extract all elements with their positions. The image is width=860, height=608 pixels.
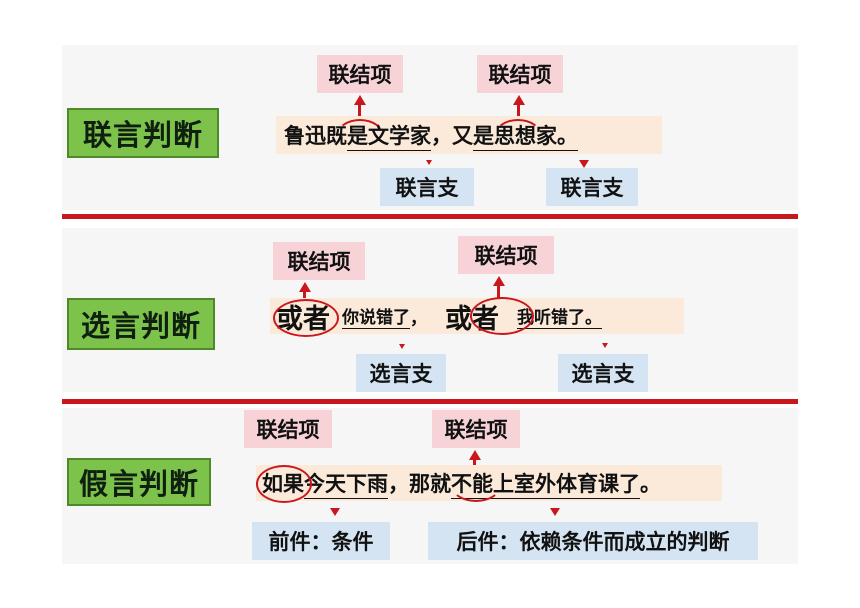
connector-oval bbox=[494, 119, 542, 153]
section-2-title: 选言判断 bbox=[67, 298, 215, 350]
section-3-title: 假言判断 bbox=[67, 458, 211, 506]
branch-label-2-1: 选言支 bbox=[356, 354, 446, 392]
arrow-up-icon bbox=[513, 95, 525, 105]
antecedent-text: 今天下雨 bbox=[304, 468, 388, 499]
sentence-text: 。 bbox=[557, 120, 578, 151]
branch-label-1-2: 联言支 bbox=[546, 168, 638, 206]
connector-label-2-1: 联结项 bbox=[273, 242, 365, 280]
section-1-sentence: 鲁迅既是文学家，又是思想家。 bbox=[276, 116, 662, 154]
arrow-stem bbox=[497, 285, 500, 299]
connector-label-3-1: 联结项 bbox=[244, 410, 332, 448]
sentence-text: ， bbox=[410, 308, 427, 329]
arrow-up-icon bbox=[493, 276, 505, 286]
connector-text: 那就 bbox=[409, 472, 451, 496]
branch-label-3-1: 前件：条件 bbox=[252, 522, 390, 560]
section-1-title: 联言判断 bbox=[67, 108, 219, 158]
connector-label-2-2: 联结项 bbox=[458, 236, 554, 274]
arrow-stem bbox=[358, 104, 361, 118]
branch-label-1-1: 联言支 bbox=[380, 168, 474, 206]
branch-label-2-2: 选言支 bbox=[558, 354, 648, 392]
connector-label-1-2: 联结项 bbox=[477, 55, 563, 93]
arrow-up-icon bbox=[354, 95, 366, 105]
arrow-down-icon bbox=[602, 343, 608, 348]
connector-oval bbox=[470, 297, 534, 335]
section-divider-1 bbox=[62, 214, 798, 219]
arrow-up-icon bbox=[299, 282, 311, 292]
branch-label-3-2: 后件：依赖条件而成立的判断 bbox=[428, 522, 758, 560]
connector-label-3-2: 联结项 bbox=[432, 410, 520, 448]
connector-label-1-1: 联结项 bbox=[317, 55, 403, 93]
arrow-down-icon bbox=[579, 160, 589, 168]
arrow-stem bbox=[473, 459, 476, 469]
branch-1-text: 你说错了 bbox=[342, 303, 410, 329]
arrow-down-icon bbox=[330, 508, 340, 516]
connector-oval bbox=[450, 466, 502, 502]
arrow-down-icon bbox=[426, 160, 432, 165]
sentence-text: 。 bbox=[585, 303, 602, 329]
connector-oval bbox=[273, 299, 339, 337]
branch-2-text: 我听错了 bbox=[517, 303, 585, 329]
arrow-up-icon bbox=[469, 450, 481, 460]
section-divider-2 bbox=[62, 399, 798, 404]
sentence-text: 。 bbox=[640, 472, 661, 496]
arrow-down-icon bbox=[550, 508, 560, 516]
connector-oval bbox=[336, 119, 384, 153]
connector-oval bbox=[256, 465, 312, 503]
arrow-stem bbox=[517, 104, 520, 118]
sentence-text: ， bbox=[388, 472, 409, 496]
arrow-down-icon bbox=[399, 344, 405, 349]
sentence-text: ，又 bbox=[431, 124, 473, 148]
arrow-stem bbox=[303, 291, 306, 301]
